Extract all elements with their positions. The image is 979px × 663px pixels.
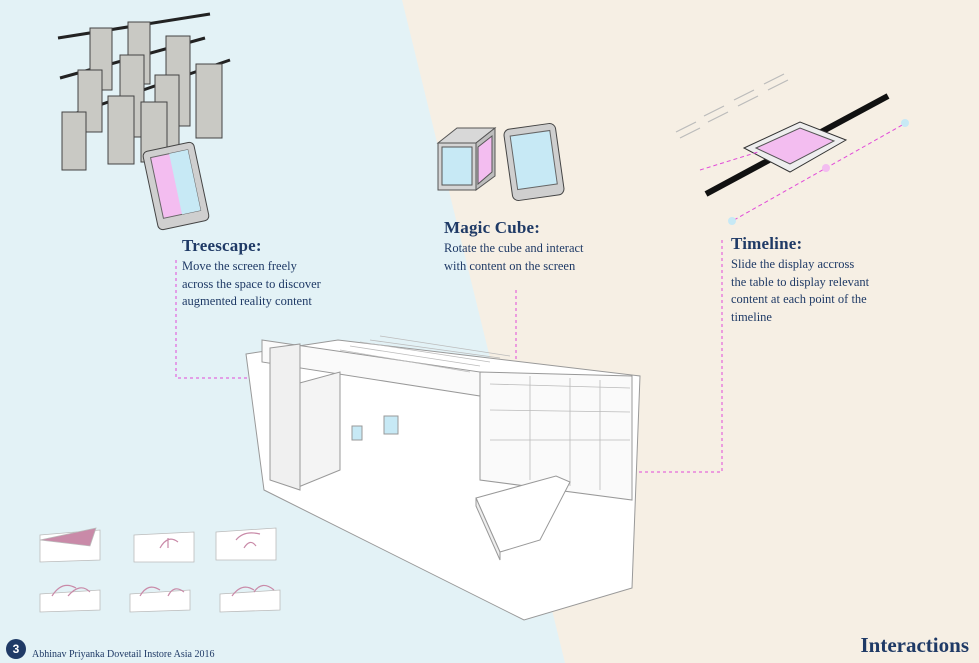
footer-credit: Abhinav Priyanka Dovetail Instore Asia 2… [32,649,215,660]
timeline-description: Slide the display accross the table to d… [731,257,870,324]
logo-icon: 3 [6,639,26,659]
magic-cube-tablet-illustration [503,123,565,201]
timeline-illustration [675,73,909,225]
timeline-title: Timeline: [731,234,803,253]
treescape-label: Treescape: Move the screen freely across… [182,236,324,311]
treescape-tablet-illustration [142,141,210,231]
booth-illustration [245,335,641,621]
magic-cube-label: Magic Cube: Rotate the cube and interact… [444,218,594,275]
treescape-title: Treescape: [182,236,262,255]
timeline-label: Timeline: Slide the display accross the … [731,234,871,326]
magic-cube-illustration [436,126,497,191]
tree-thumbnails [39,527,281,613]
page-title: Interactions [860,633,970,657]
magic-cube-title: Magic Cube: [444,218,541,237]
magic-cube-description: Rotate the cube and interact with conten… [444,241,584,273]
treescape-description: Move the screen freely across the space … [182,259,321,308]
